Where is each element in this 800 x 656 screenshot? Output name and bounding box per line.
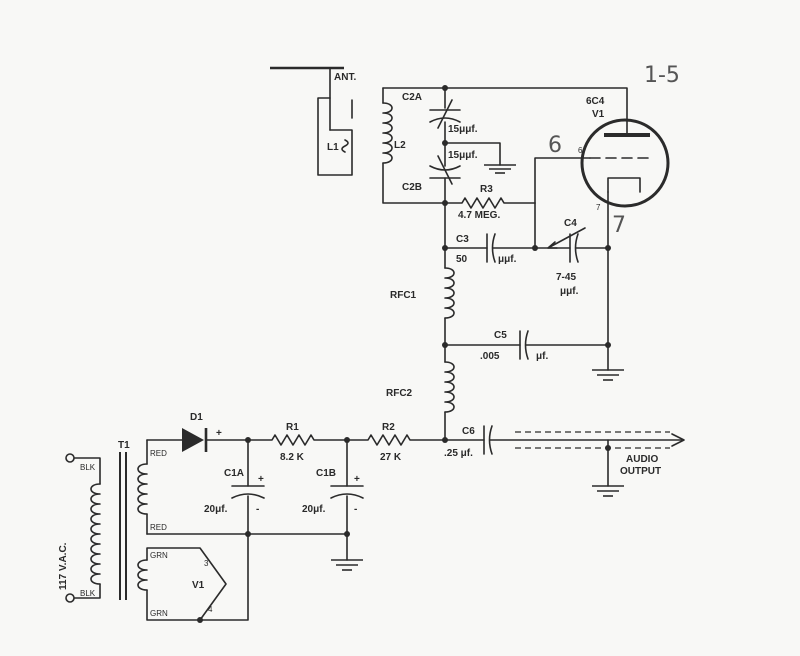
- ground-symbol-supply: [331, 559, 363, 571]
- r1-value: 8.2 K: [280, 452, 305, 463]
- c1a-capacitor: C1A + 20μf. -: [204, 439, 265, 535]
- c4-unit: μμf.: [560, 286, 579, 297]
- d1-plus: +: [216, 428, 222, 439]
- audio-output-line1: AUDIO: [626, 454, 658, 465]
- c6-audio-output: C6 .25 μf. AUDIO OUTPUT: [444, 425, 685, 487]
- r3-value: 4.7 MEG.: [458, 210, 500, 221]
- d1-label: D1: [190, 412, 203, 423]
- handwritten-pin-7: 7: [612, 213, 626, 238]
- c1b-label: C1B: [316, 468, 336, 479]
- t1-label: T1: [118, 440, 130, 451]
- ground-symbol-output: [592, 485, 624, 497]
- l2-label: L2: [394, 140, 406, 151]
- tube-6c4: 6C4 V1 6 7: [444, 87, 670, 249]
- handwritten-pins-1-5: 1-5: [644, 63, 680, 88]
- ground-symbol-tank: [484, 164, 516, 174]
- rfc1-choke: RFC1: [390, 247, 455, 346]
- c1a-label: C1A: [224, 468, 244, 479]
- c1b-capacitor: C1B + 20μf. -: [302, 439, 364, 561]
- r2-label: R2: [382, 422, 395, 433]
- c3-value: 50: [456, 254, 468, 265]
- l1-label: L1: [327, 142, 339, 153]
- c2b-label: C2B: [402, 182, 422, 193]
- c1b-minus: -: [354, 504, 357, 515]
- audio-output-line2: OUTPUT: [620, 466, 661, 477]
- c1b-plus: +: [354, 474, 360, 485]
- c1b-value: 20μf.: [302, 504, 326, 515]
- r3-label: R3: [480, 184, 493, 195]
- c5-value: .005: [480, 351, 500, 362]
- blk-top-label: BLK: [80, 463, 96, 472]
- c1a-minus: -: [256, 504, 259, 515]
- c2a-value: 15μμf.: [448, 124, 478, 135]
- c2b-value: 15μμf.: [448, 150, 478, 161]
- r1-resistor: R1 8.2 K: [247, 422, 348, 463]
- c5-unit: μf.: [536, 351, 548, 362]
- heater-ref-label: V1: [192, 580, 205, 591]
- tube-pin7-print: 7: [596, 203, 601, 212]
- handwritten-pin-6: 6: [548, 133, 562, 158]
- t1-transformer: T1 117 V.A.C. BLK BLK RED RED GRN GRN V1…: [58, 439, 249, 623]
- r2-resistor: R2 27 K: [346, 422, 446, 463]
- c3-capacitor: C3 50 μμf.: [444, 233, 536, 265]
- tube-type-label: 6C4: [586, 96, 605, 107]
- blk-bottom-label: BLK: [80, 589, 96, 598]
- grn-bottom-label: GRN: [150, 609, 168, 618]
- red-bottom-label: RED: [150, 523, 167, 532]
- c1a-plus: +: [258, 474, 264, 485]
- c2a-label: C2A: [402, 92, 422, 103]
- antenna-label: ANT.: [334, 72, 356, 83]
- rfc2-choke: RFC2: [386, 344, 455, 441]
- red-top-label: RED: [150, 449, 167, 458]
- antenna-l1-section: ANT. L1: [270, 66, 356, 176]
- c6-value: .25 μf.: [444, 448, 473, 459]
- c1a-value: 20μf.: [204, 504, 228, 515]
- d1-diode: D1 +: [146, 412, 249, 452]
- ground-symbol-cathode: [592, 369, 624, 381]
- c2-split-stator-cap: C2A C2B 15μμf. 15μμf.: [402, 87, 501, 204]
- heater-pin3-label: 3: [204, 559, 209, 568]
- grn-top-label: GRN: [150, 551, 168, 560]
- c3-label: C3: [456, 234, 469, 245]
- r2-value: 27 K: [380, 452, 402, 463]
- l2-coil: L2: [382, 87, 446, 204]
- mains-label: 117 V.A.C.: [58, 542, 69, 590]
- c4-variable-capacitor: C4 7-45 μμf.: [534, 218, 609, 297]
- r3-resistor: R3 4.7 MEG.: [444, 157, 591, 221]
- c5-capacitor: C5 .005 μf.: [444, 330, 609, 362]
- c5-label: C5: [494, 330, 507, 341]
- rfc2-label: RFC2: [386, 388, 413, 399]
- tube-pin6-print: 6: [578, 146, 583, 155]
- heater-pin4-label: 4: [208, 605, 213, 614]
- c3-unit: μμf.: [498, 254, 517, 265]
- c4-label: C4: [564, 218, 577, 229]
- tube-ref-label: V1: [592, 109, 605, 120]
- rfc1-label: RFC1: [390, 290, 417, 301]
- r1-label: R1: [286, 422, 299, 433]
- c6-label: C6: [462, 426, 475, 437]
- c4-value: 7-45: [556, 272, 576, 283]
